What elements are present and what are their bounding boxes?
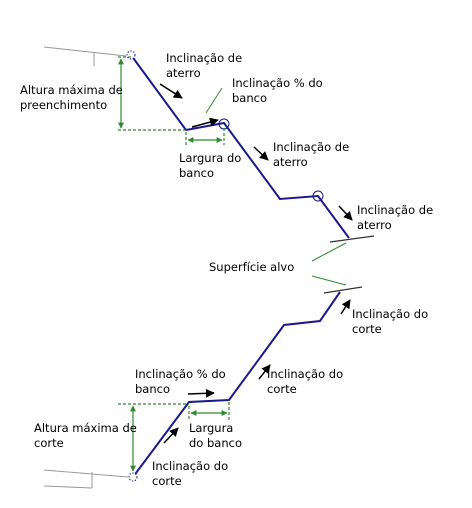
label-cut-slope-top: Inclinação do corte — [352, 307, 432, 336]
label-max-cut-height: Altura máxima de corte — [34, 421, 140, 450]
label-fill-slope-2: Inclinação de aterro — [273, 140, 353, 169]
target-surface-bottom — [323, 286, 363, 294]
target-surface-leader-up — [311, 242, 347, 262]
label-bench-width-top: Largura do banco — [179, 151, 245, 180]
cut-slope-arrow-top — [340, 299, 351, 315]
label-cut-slope-bottom: Inclinação do corte — [152, 459, 232, 488]
catch-point-top — [126, 50, 136, 60]
label-bench-slope-bottom: Inclinação % do banco — [135, 367, 229, 396]
label-cut-slope-mid: Inclinação do corte — [267, 367, 347, 396]
cut-profile-line — [132, 291, 341, 478]
existing-ground-bottom-base — [43, 485, 93, 489]
target-surface-top — [329, 235, 375, 243]
existing-ground-bottom — [43, 469, 129, 478]
bench-vertex-mid — [312, 190, 324, 202]
bench-slope-top-leader — [205, 87, 223, 114]
label-max-fill-height: Altura máxima de preenchimento — [20, 83, 126, 112]
target-surface-leader-down — [311, 275, 347, 286]
fill-slope-arrow-3 — [338, 205, 353, 221]
bench-slope-arrow-top — [191, 117, 219, 128]
cut-slope-arrow-mid — [258, 364, 271, 380]
bench-slope-arrow-bottom — [187, 388, 215, 398]
label-bench-slope-top: Inclinação % do banco — [232, 76, 326, 105]
fill-slope-arrow-2 — [253, 146, 269, 161]
label-bench-width-bottom: Largura do banco — [189, 421, 242, 450]
existing-ground-top — [43, 46, 127, 57]
cut-slope-arrow-bottom — [163, 427, 179, 444]
fill-profile-line — [130, 54, 350, 239]
fill-slope-arrow-1 — [159, 83, 183, 99]
label-fill-slope-1: Inclinação de aterro — [166, 51, 246, 80]
label-fill-slope-3: Inclinação de aterro — [357, 203, 437, 232]
label-target-surface: Superfície alvo — [209, 260, 294, 274]
catch-point-bottom — [128, 472, 138, 482]
